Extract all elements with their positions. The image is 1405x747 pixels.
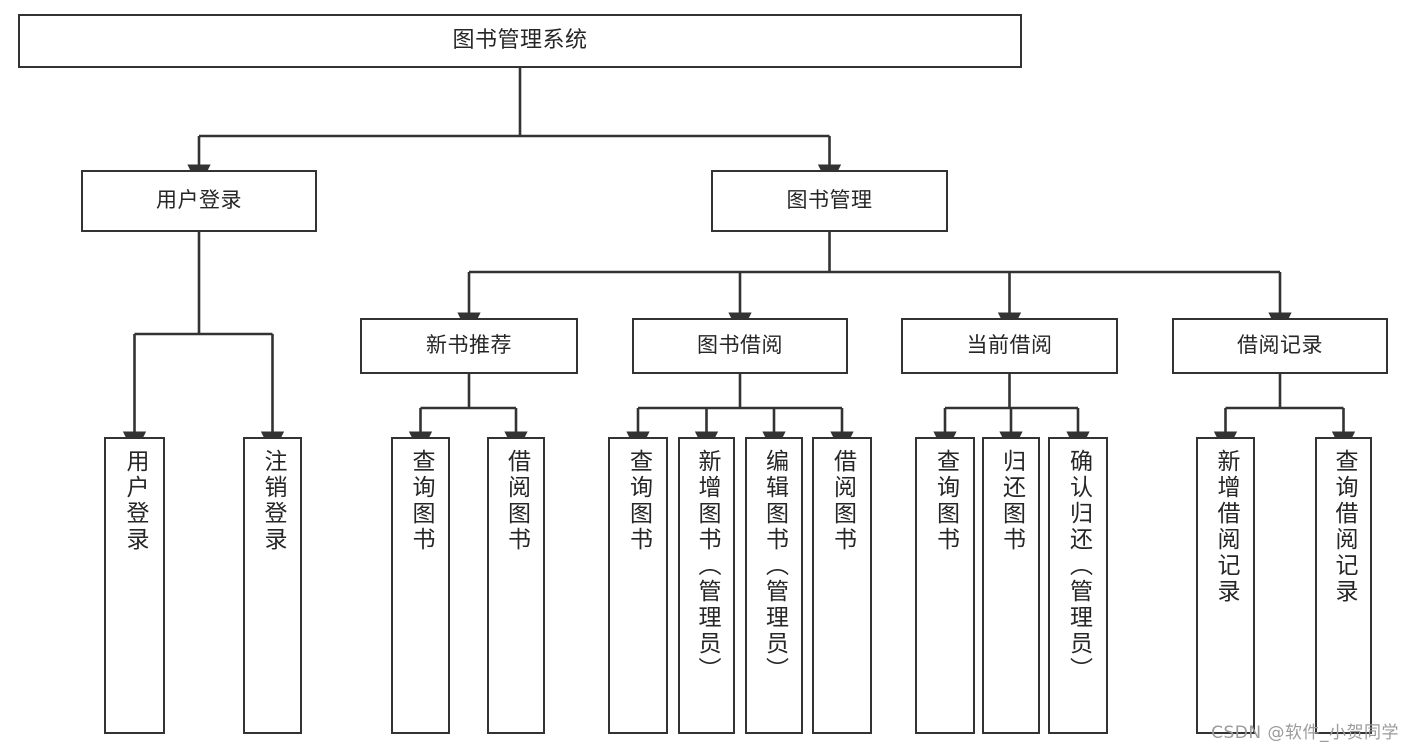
node-leaf-edit-book[interactable]: 编辑图书（管理员） [745,437,803,734]
node-l2-book-manage[interactable]: 图书管理 [711,170,948,232]
node-leaf-query-book-3[interactable]: 查询图书 [915,437,975,734]
node-l2-user-login[interactable]: 用户登录 [81,170,317,232]
node-l3-borrow[interactable]: 图书借阅 [632,318,848,374]
node-leaf-return-book[interactable]: 归还图书 [982,437,1040,734]
node-leaf-borrow-book-2[interactable]: 借阅图书 [812,437,872,734]
node-label: 编辑图书（管理员） [761,449,788,683]
node-label: 查询图书 [408,449,434,553]
node-root[interactable]: 图书管理系统 [18,14,1022,68]
node-l3-records[interactable]: 借阅记录 [1172,318,1388,374]
node-label: 确认归还（管理员） [1065,449,1092,683]
edge-paths [122,68,1356,455]
node-label: 借阅图书 [829,449,856,553]
node-label: 查询图书 [932,449,959,553]
node-label: 当前借阅 [966,333,1053,358]
node-leaf-borrow-book-1[interactable]: 借阅图书 [487,437,545,734]
node-label: 新增图书（管理员） [694,449,720,683]
node-label: 用户登录 [122,449,148,553]
node-label: 图书借阅 [697,333,783,358]
node-label: 查询图书 [625,449,652,553]
node-label: 查询借阅记录 [1331,449,1357,605]
node-leaf-confirm-return[interactable]: 确认归还（管理员） [1048,437,1108,734]
node-label: 图书管理系统 [452,27,588,53]
node-label: 新增借阅记录 [1213,449,1239,605]
node-label: 图书管理 [786,188,873,213]
node-l3-current[interactable]: 当前借阅 [901,318,1118,374]
node-leaf-query-book-1[interactable]: 查询图书 [391,437,450,734]
node-label: 归还图书 [998,449,1025,553]
node-leaf-query-book-2[interactable]: 查询图书 [608,437,668,734]
node-leaf-user-login[interactable]: 用户登录 [104,437,165,734]
node-label: 用户登录 [156,188,242,213]
node-label: 注销登录 [260,449,286,553]
node-label: 借阅记录 [1237,333,1323,358]
node-leaf-logout[interactable]: 注销登录 [243,437,302,734]
node-leaf-add-book[interactable]: 新增图书（管理员） [678,437,735,734]
node-leaf-query-record[interactable]: 查询借阅记录 [1315,437,1372,734]
node-leaf-add-record[interactable]: 新增借阅记录 [1196,437,1255,734]
node-label: 借阅图书 [503,449,530,553]
node-label: 新书推荐 [426,333,512,358]
node-l3-new-book[interactable]: 新书推荐 [360,318,578,374]
